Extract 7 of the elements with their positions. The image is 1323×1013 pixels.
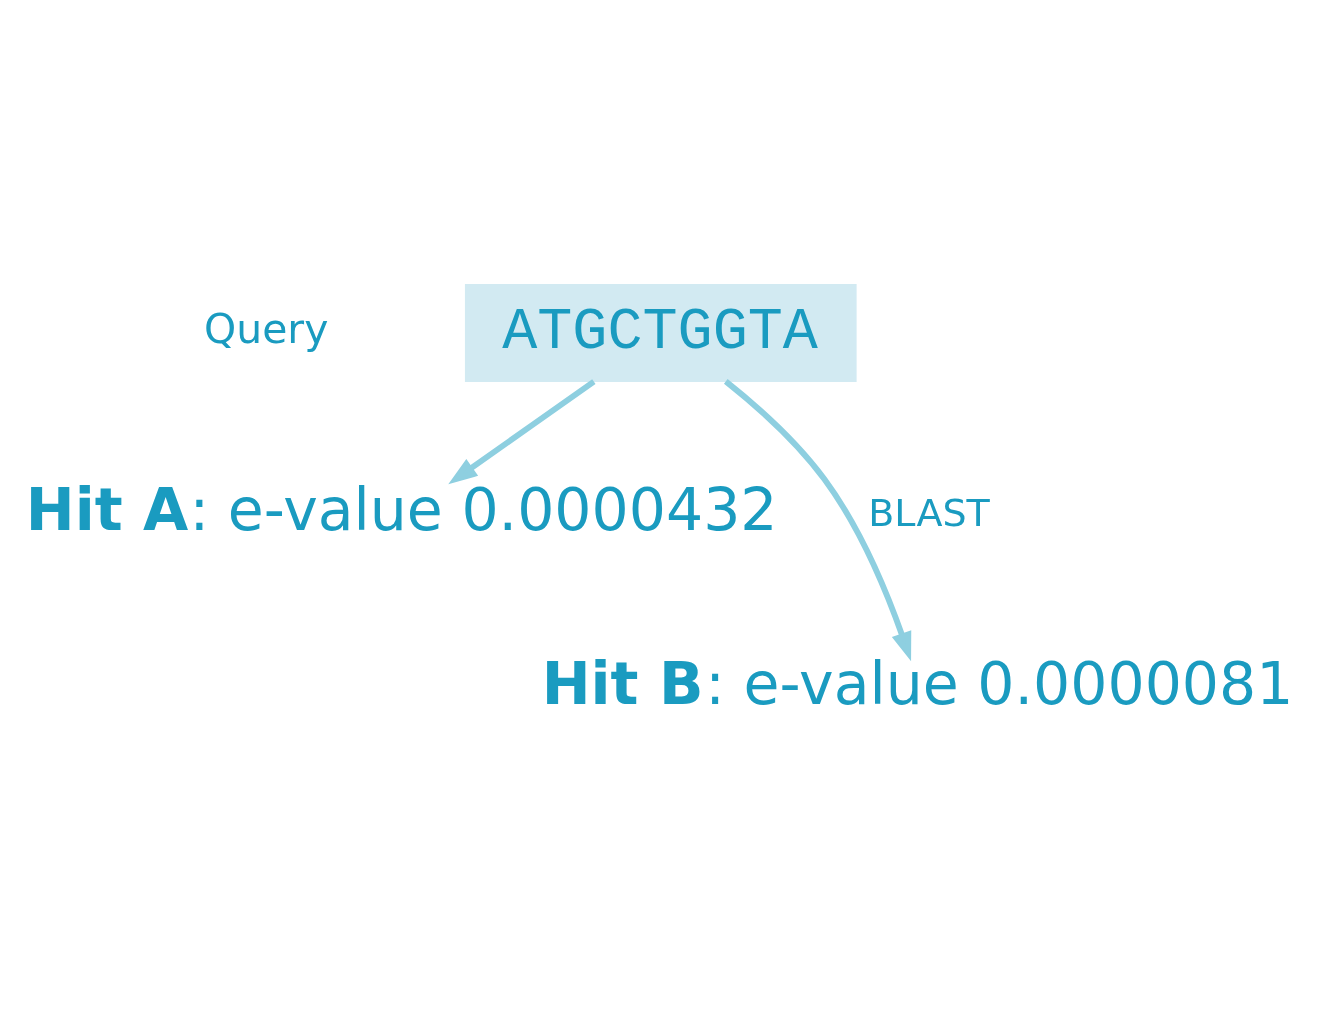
- node-text: Hit A: e-value 0.0000432: [25, 475, 778, 544]
- arrow: [723, 378, 912, 661]
- arrow: [448, 378, 596, 484]
- node-box: ATGCTGGTA: [464, 283, 857, 382]
- node-text: Hit B: e-value 0.0000081: [541, 649, 1294, 718]
- edge-label: BLAST: [868, 490, 990, 535]
- node-label: Query: [204, 304, 329, 353]
